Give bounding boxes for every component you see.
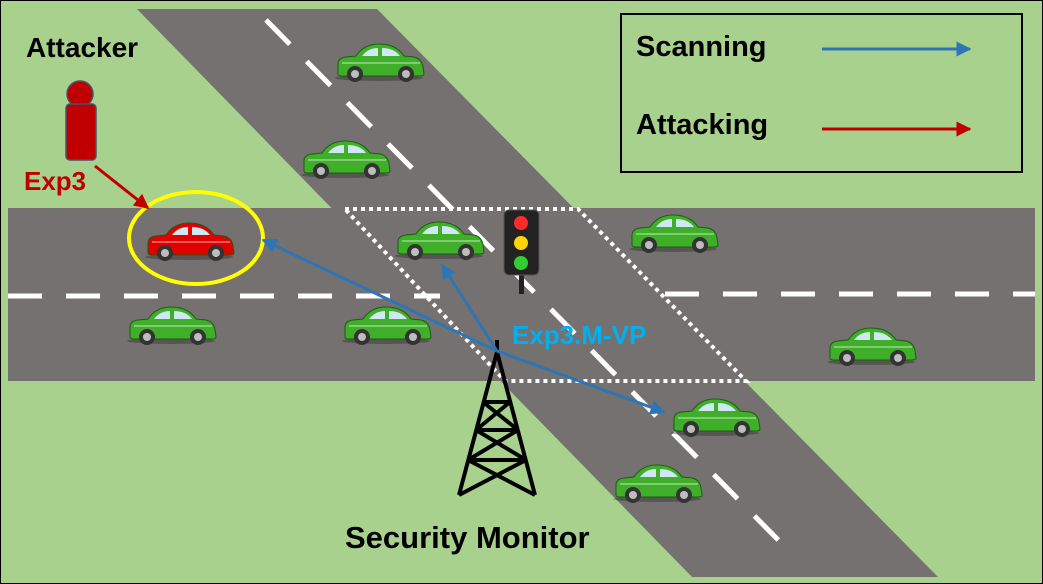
- attacker-policy-label: Exp3: [24, 166, 87, 196]
- legend-attacking-label: Attacking: [636, 109, 769, 141]
- intersection-boundary: [340, 207, 751, 383]
- scan-arrow: [440, 263, 499, 352]
- traffic-light-icon: [503, 209, 540, 294]
- attacker-person-icon: [65, 80, 97, 161]
- security-monitor-label: Security Monitor: [345, 520, 590, 555]
- attack-arrow: [94, 164, 150, 210]
- monitor-policy-label: Exp3.M-VP: [512, 320, 647, 350]
- target-highlight-ring: [127, 190, 265, 286]
- attacker-label: Attacker: [26, 32, 139, 63]
- radio-tower-icon: [457, 340, 537, 497]
- legend-scanning-label: Scanning: [636, 31, 767, 63]
- scan-arrow: [261, 238, 498, 353]
- diagonal-lane-marking: [264, 18, 797, 559]
- scanning-arrows: [261, 238, 666, 415]
- legend: [620, 13, 1023, 173]
- scan-arrow: [496, 349, 666, 415]
- legend-box: [620, 13, 1023, 173]
